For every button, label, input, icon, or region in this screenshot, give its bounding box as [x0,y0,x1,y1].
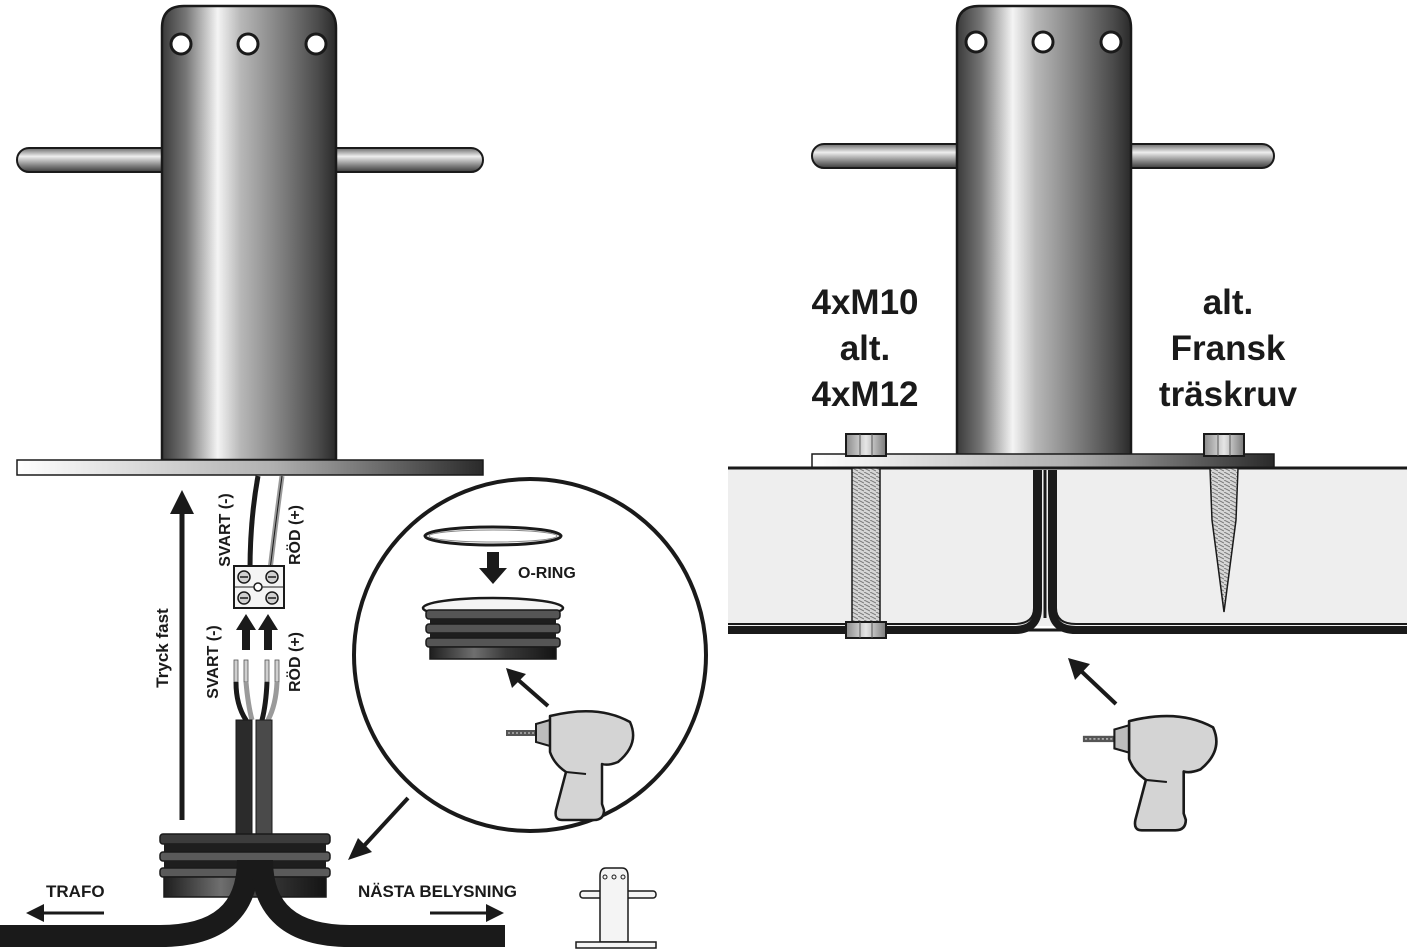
insert-arrow [258,614,278,650]
insert-arrow [236,614,256,650]
wire-label-black-top: SVART (-) [217,493,234,566]
cable-through-deck [1048,470,1407,634]
wire-label-black-bottom: SVART (-) [205,625,222,698]
cable-pair [255,719,273,841]
o-ring-label: O-RING [518,565,576,582]
push-arrow [170,490,194,820]
mount-hole [169,32,193,56]
trafo-label: TRAFO [46,882,105,901]
svg-text:Fransk: Fransk [1171,329,1286,368]
detail-magnifier: O-RING [352,477,708,833]
post-tube [955,4,1133,458]
deck-board [728,468,1407,626]
detail-pointer [348,796,410,860]
screw-spec-label: alt. Fransk träskruv [1159,283,1298,414]
cable-to-trafo [0,859,259,947]
post-icon [575,867,657,949]
svg-text:4xM10: 4xM10 [811,283,918,322]
svg-text:4xM12: 4xM12 [811,375,918,414]
wire-label-red-top: RÖD (+) [285,505,304,565]
threaded-insert [421,596,565,660]
o-ring-arrow [479,552,507,584]
mount-hole [1031,30,1055,54]
base-plate [16,459,484,476]
drill-direction-arrow [506,668,550,708]
lag-screw [1203,433,1245,613]
terminal-block [233,565,285,609]
machine-bolt [845,433,887,639]
trafo-arrow [26,904,104,922]
left-panel: Tryck fast SVART (-) RÖD (+) [0,4,657,949]
cable-to-next [251,859,505,947]
next-arrow [430,904,504,922]
drill-icon [1081,714,1218,832]
svg-text:träskruv: träskruv [1159,375,1298,414]
mount-hole [1099,30,1123,54]
cable-pair [235,719,253,841]
cable-through-deck [728,470,1042,634]
next-label: NÄSTA BELYSNING [358,882,517,901]
o-ring [423,525,563,547]
svg-text:alt.: alt. [1203,283,1254,322]
post-tube [160,4,338,462]
mount-hole [964,30,988,54]
mount-hole [304,32,328,56]
bolt-spec-label: 4xM10 alt. 4xM12 [811,283,918,414]
wire-black-top [247,475,261,571]
drill-direction-arrow [1068,658,1118,706]
mount-hole [236,32,260,56]
svg-text:alt.: alt. [840,329,891,368]
wire-label-red-bottom: RÖD (+) [285,632,304,692]
push-label: Tryck fast [153,608,172,688]
right-panel: 4xM10 alt. 4xM12 alt. Fransk träskruv [728,4,1407,832]
